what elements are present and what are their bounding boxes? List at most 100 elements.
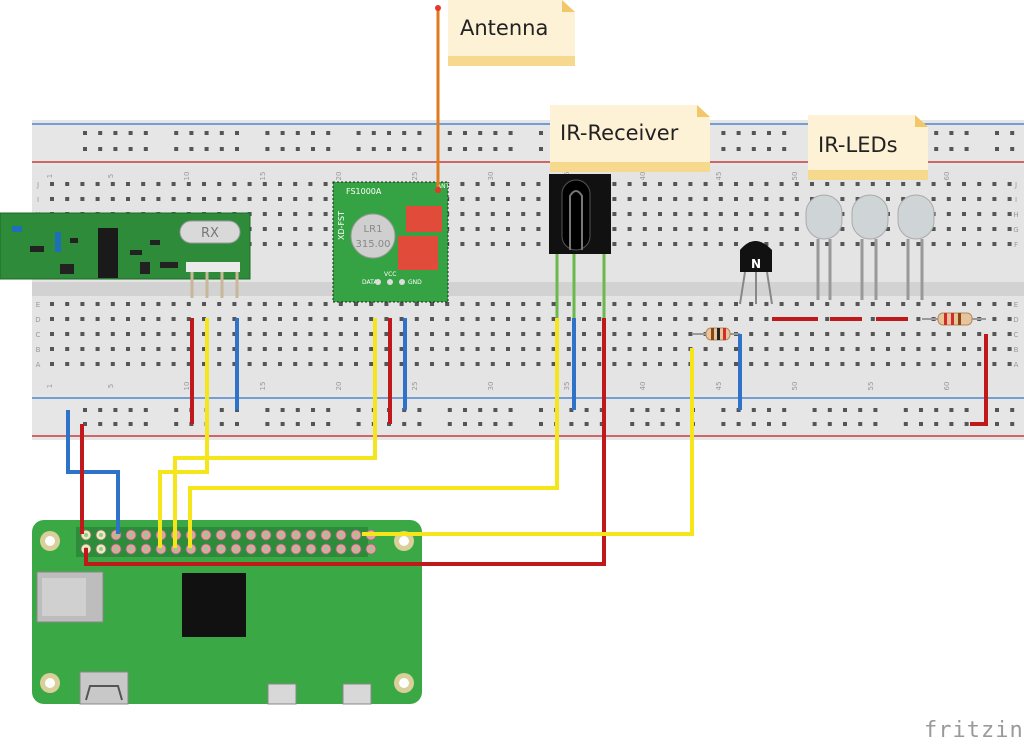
breadboard-hole: [734, 317, 738, 321]
breadboard-hole: [840, 302, 845, 306]
rail-hole: [721, 408, 726, 412]
breadboard-hole: [673, 182, 678, 186]
wire-pi-gnd: [66, 410, 120, 534]
breadboard-hole: [141, 182, 146, 186]
rail-hole: [599, 408, 604, 412]
breadboard-hole: [521, 347, 526, 351]
rail-hole: [113, 408, 118, 412]
breadboard-hole: [642, 362, 647, 366]
rail-hole: [508, 422, 513, 426]
breadboard-hole: [962, 347, 966, 351]
breadboard-hole: [1007, 197, 1012, 201]
breadboard-hole: [551, 302, 556, 306]
breadboard-hole: [1007, 362, 1012, 366]
breadboard-hole: [278, 182, 282, 186]
breadboard-hole: [247, 182, 252, 186]
breadboard-hole: [597, 347, 602, 351]
column-label-bottom: 20: [335, 382, 343, 391]
breadboard-hole: [414, 302, 419, 306]
mini-hdmi-port: [79, 671, 129, 705]
breadboard-hole: [430, 332, 434, 336]
rail-hole: [751, 147, 756, 151]
rail-hole: [751, 408, 756, 412]
breadboard-hole: [202, 362, 206, 366]
column-label-bottom: 25: [411, 382, 419, 391]
breadboard-hole: [810, 347, 814, 351]
rail-hole: [371, 131, 376, 135]
breadboard-hole: [962, 242, 966, 246]
breadboard-hole: [962, 302, 966, 306]
rail-hole: [569, 422, 574, 426]
breadboard-hole: [95, 197, 100, 201]
breadboard-hole: [506, 197, 510, 201]
breadboard-hole: [171, 197, 176, 201]
note-ir-receiver-text: IR-Receiver: [560, 121, 679, 145]
breadboard-hole: [262, 197, 267, 201]
breadboard-hole: [597, 317, 602, 321]
row-label-bottom: A: [1014, 361, 1019, 369]
breadboard-hole: [870, 317, 875, 321]
breadboard-hole: [262, 182, 267, 186]
breadboard-hole: [232, 347, 237, 351]
rail-hole: [98, 422, 103, 426]
breadboard-hole: [202, 347, 206, 351]
rail-hole: [280, 147, 285, 151]
breadboard-hole: [293, 302, 298, 306]
breadboard-hole: [475, 242, 480, 246]
breadboard-hole: [931, 332, 936, 336]
breadboard-hole: [627, 332, 632, 336]
gpio-pin-core: [204, 547, 208, 551]
breadboard-hole: [916, 242, 921, 246]
breadboard-hole: [110, 317, 115, 321]
breadboard-hole: [946, 182, 951, 186]
breadboard-hole: [506, 227, 510, 231]
breadboard-hole: [870, 302, 875, 306]
breadboard-hole: [186, 332, 191, 336]
breadboard-hole: [764, 182, 769, 186]
gpio-pin-core: [294, 547, 298, 551]
breadboard-hole: [886, 182, 890, 186]
rail-hole: [417, 408, 422, 412]
breadboard-hole: [658, 347, 662, 351]
breadboard-hole: [521, 302, 526, 306]
rail-hole: [964, 422, 969, 426]
breadboard-hole: [582, 362, 586, 366]
breadboard-hole: [460, 227, 465, 231]
breadboard-hole: [901, 242, 906, 246]
breadboard-hole: [50, 332, 54, 336]
breadboard-hole: [855, 347, 860, 351]
breadboard-hole: [779, 212, 784, 216]
note-antenna-text: Antenna: [460, 16, 548, 40]
gpio-pin-core: [219, 547, 223, 551]
breadboard-hole: [278, 212, 282, 216]
breadboard-hole: [475, 182, 480, 186]
rail-hole: [235, 422, 239, 426]
tx-pin-ant: ANT: [437, 183, 450, 190]
breadboard-hole: [901, 347, 906, 351]
wire-ir-vcc: [84, 318, 606, 566]
rail-hole: [402, 147, 407, 151]
rail-hole: [417, 422, 422, 426]
breadboard-hole: [293, 362, 298, 366]
breadboard-hole: [475, 332, 480, 336]
breadboard-hole: [293, 317, 298, 321]
breadboard-hole: [65, 182, 70, 186]
breadboard-hole: [293, 197, 298, 201]
breadboard-hole: [810, 362, 814, 366]
rail-hole: [767, 147, 771, 151]
rail-hole: [1010, 131, 1015, 135]
breadboard-hole: [749, 362, 754, 366]
breadboard-hole: [688, 197, 693, 201]
breadboard-hole: [718, 212, 723, 216]
breadboard-hole: [95, 332, 100, 336]
breadboard-hole: [293, 332, 298, 336]
rail-hole: [402, 131, 407, 135]
row-label-bottom: E: [1014, 301, 1018, 309]
ir-led-1: [805, 194, 843, 300]
rail-hole: [949, 131, 954, 135]
breadboard-hole: [642, 212, 647, 216]
rail-hole: [143, 422, 148, 426]
breadboard-hole: [95, 302, 100, 306]
breadboard-hole: [156, 197, 161, 201]
breadboard-hole: [278, 197, 282, 201]
